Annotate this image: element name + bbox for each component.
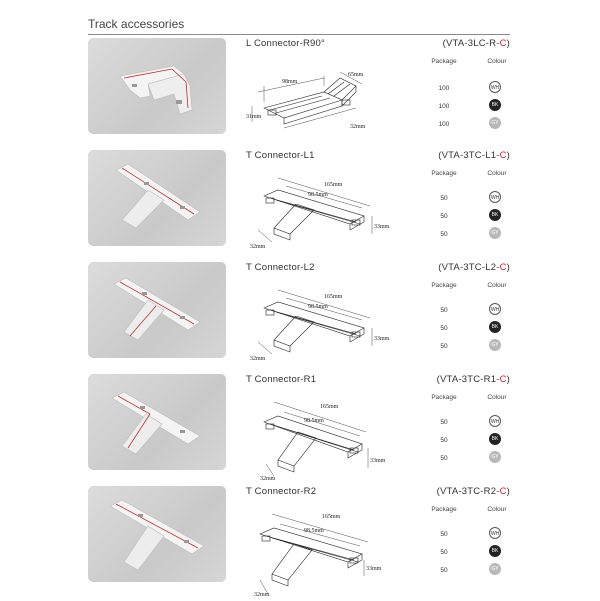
dim-label-a: 165mm <box>324 182 343 188</box>
colour-swatch-gy: GY <box>489 339 501 351</box>
dim-label-a: 98mm <box>282 79 298 85</box>
title-divider <box>88 34 510 35</box>
product-code: (VTA-3TC-L1-C) <box>438 150 510 161</box>
dim-label-c: 33mm <box>374 224 390 230</box>
package-value: 50 <box>440 343 448 350</box>
package-header: Package <box>431 58 457 65</box>
dim-label-d: 32mm <box>254 592 270 598</box>
colour-header: Colour <box>487 506 507 513</box>
product-code: (VTA-3LC-R-C) <box>442 38 510 49</box>
dim-label-c: 33mm <box>374 336 390 342</box>
dim-label-c: 33mm <box>370 458 386 464</box>
colour-header: Colour <box>487 282 507 289</box>
product-row-t-connector-r2: T Connector-R2 (VTA-3TC-R2-C) 165mm 98.5… <box>0 486 600 598</box>
dim-label-d: 32mm <box>350 124 366 130</box>
dim-label-b: 98.5mm <box>308 304 328 310</box>
package-value: 50 <box>440 419 448 426</box>
package-header: Package <box>431 506 457 513</box>
colour-swatch-wh: WH <box>489 303 501 315</box>
dim-label-b: 98.5mm <box>308 192 328 198</box>
product-row-t-connector-r1: T Connector-R1 (VTA-3TC-R1-C) 165mm 98.5… <box>0 374 600 482</box>
package-header: Package <box>431 394 457 401</box>
page-title: Track accessories <box>88 17 185 31</box>
package-header: Package <box>431 170 457 177</box>
package-value: 100 <box>438 85 450 92</box>
product-photo <box>88 262 226 358</box>
colour-header: Colour <box>487 394 507 401</box>
package-value: 100 <box>438 121 450 128</box>
product-name: T Connector-R1 <box>246 374 317 385</box>
package-value: 50 <box>440 195 448 202</box>
colour-swatch-bk: BK <box>489 433 501 445</box>
product-photo <box>88 486 226 582</box>
product-code: (VTA-3TC-R1-C) <box>436 374 510 385</box>
package-value: 50 <box>440 325 448 332</box>
product-photo <box>88 374 226 470</box>
package-value: 50 <box>440 455 448 462</box>
colour-swatch-bk: BK <box>489 321 501 333</box>
dim-label-c: 31mm <box>246 114 262 120</box>
package-value: 100 <box>438 103 450 110</box>
product-code: (VTA-3TC-R2-C) <box>436 486 510 497</box>
dim-label-d: 32mm <box>260 476 276 482</box>
dim-label-d: 32mm <box>250 356 266 362</box>
colour-swatch-gy: GY <box>489 117 501 129</box>
package-value: 50 <box>440 231 448 238</box>
t-connector-l2-dimension-drawing: 165mm 98.5mm 33mm 32mm <box>250 289 390 362</box>
product-photo <box>88 38 226 134</box>
dim-label-c: 33mm <box>366 566 382 572</box>
t-connector-r2-dimension-drawing: 165mm 98.5mm 33mm 32mm <box>254 513 382 598</box>
package-value: 50 <box>440 307 448 314</box>
colour-swatch-gy: GY <box>489 451 501 463</box>
product-name: T Connector-L2 <box>246 262 315 273</box>
colour-swatch-bk: BK <box>489 545 501 557</box>
package-value: 50 <box>440 567 448 574</box>
colour-swatch-wh: WH <box>489 81 501 93</box>
product-photo <box>88 150 226 246</box>
colour-swatch-bk: BK <box>489 99 501 111</box>
dim-label-b: 65mm <box>348 72 364 78</box>
t-connector-l1-dimension-drawing: 165mm 98.5mm 33mm 32mm <box>250 177 390 250</box>
colour-swatch-wh: WH <box>489 527 501 539</box>
package-value: 50 <box>440 437 448 444</box>
product-row-l-connector-r90: L Connector-R90° (VTA-3LC-R-C) 98mm 65mm… <box>0 38 600 143</box>
product-row-t-connector-l2: T Connector-L2 (VTA-3TC-L2-C) 165mm 98.5… <box>0 262 600 367</box>
colour-swatch-bk: BK <box>489 209 501 221</box>
dim-label-a: 165mm <box>320 404 339 410</box>
colour-header: Colour <box>487 170 507 177</box>
dim-label-b: 98.5mm <box>304 418 324 424</box>
product-row-t-connector-l1: T Connector-L1 (VTA-3TC-L1-C) 165mm 98.5… <box>0 150 600 255</box>
package-value: 50 <box>440 531 448 538</box>
package-value: 50 <box>440 213 448 220</box>
l-connector-dimension-drawing: 98mm 65mm 31mm 32mm <box>246 71 366 130</box>
t-connector-r1-dimension-drawing: 165mm 98.5mm 33mm 32mm <box>260 401 386 482</box>
colour-swatch-gy: GY <box>489 227 501 239</box>
colour-swatch-wh: WH <box>489 191 501 203</box>
package-header: Package <box>431 282 457 289</box>
dim-label-a: 165mm <box>322 514 341 520</box>
dim-label-d: 32mm <box>250 244 266 250</box>
product-name: T Connector-L1 <box>246 150 315 161</box>
product-code: (VTA-3TC-L2-C) <box>438 262 510 273</box>
colour-swatch-gy: GY <box>489 563 501 575</box>
colour-swatch-wh: WH <box>489 415 501 427</box>
product-name: T Connector-R2 <box>246 486 317 497</box>
dim-label-a: 165mm <box>324 294 343 300</box>
package-value: 50 <box>440 549 448 556</box>
dim-label-b: 98.5mm <box>304 528 324 534</box>
colour-header: Colour <box>487 58 507 65</box>
product-name: L Connector-R90° <box>246 38 325 49</box>
